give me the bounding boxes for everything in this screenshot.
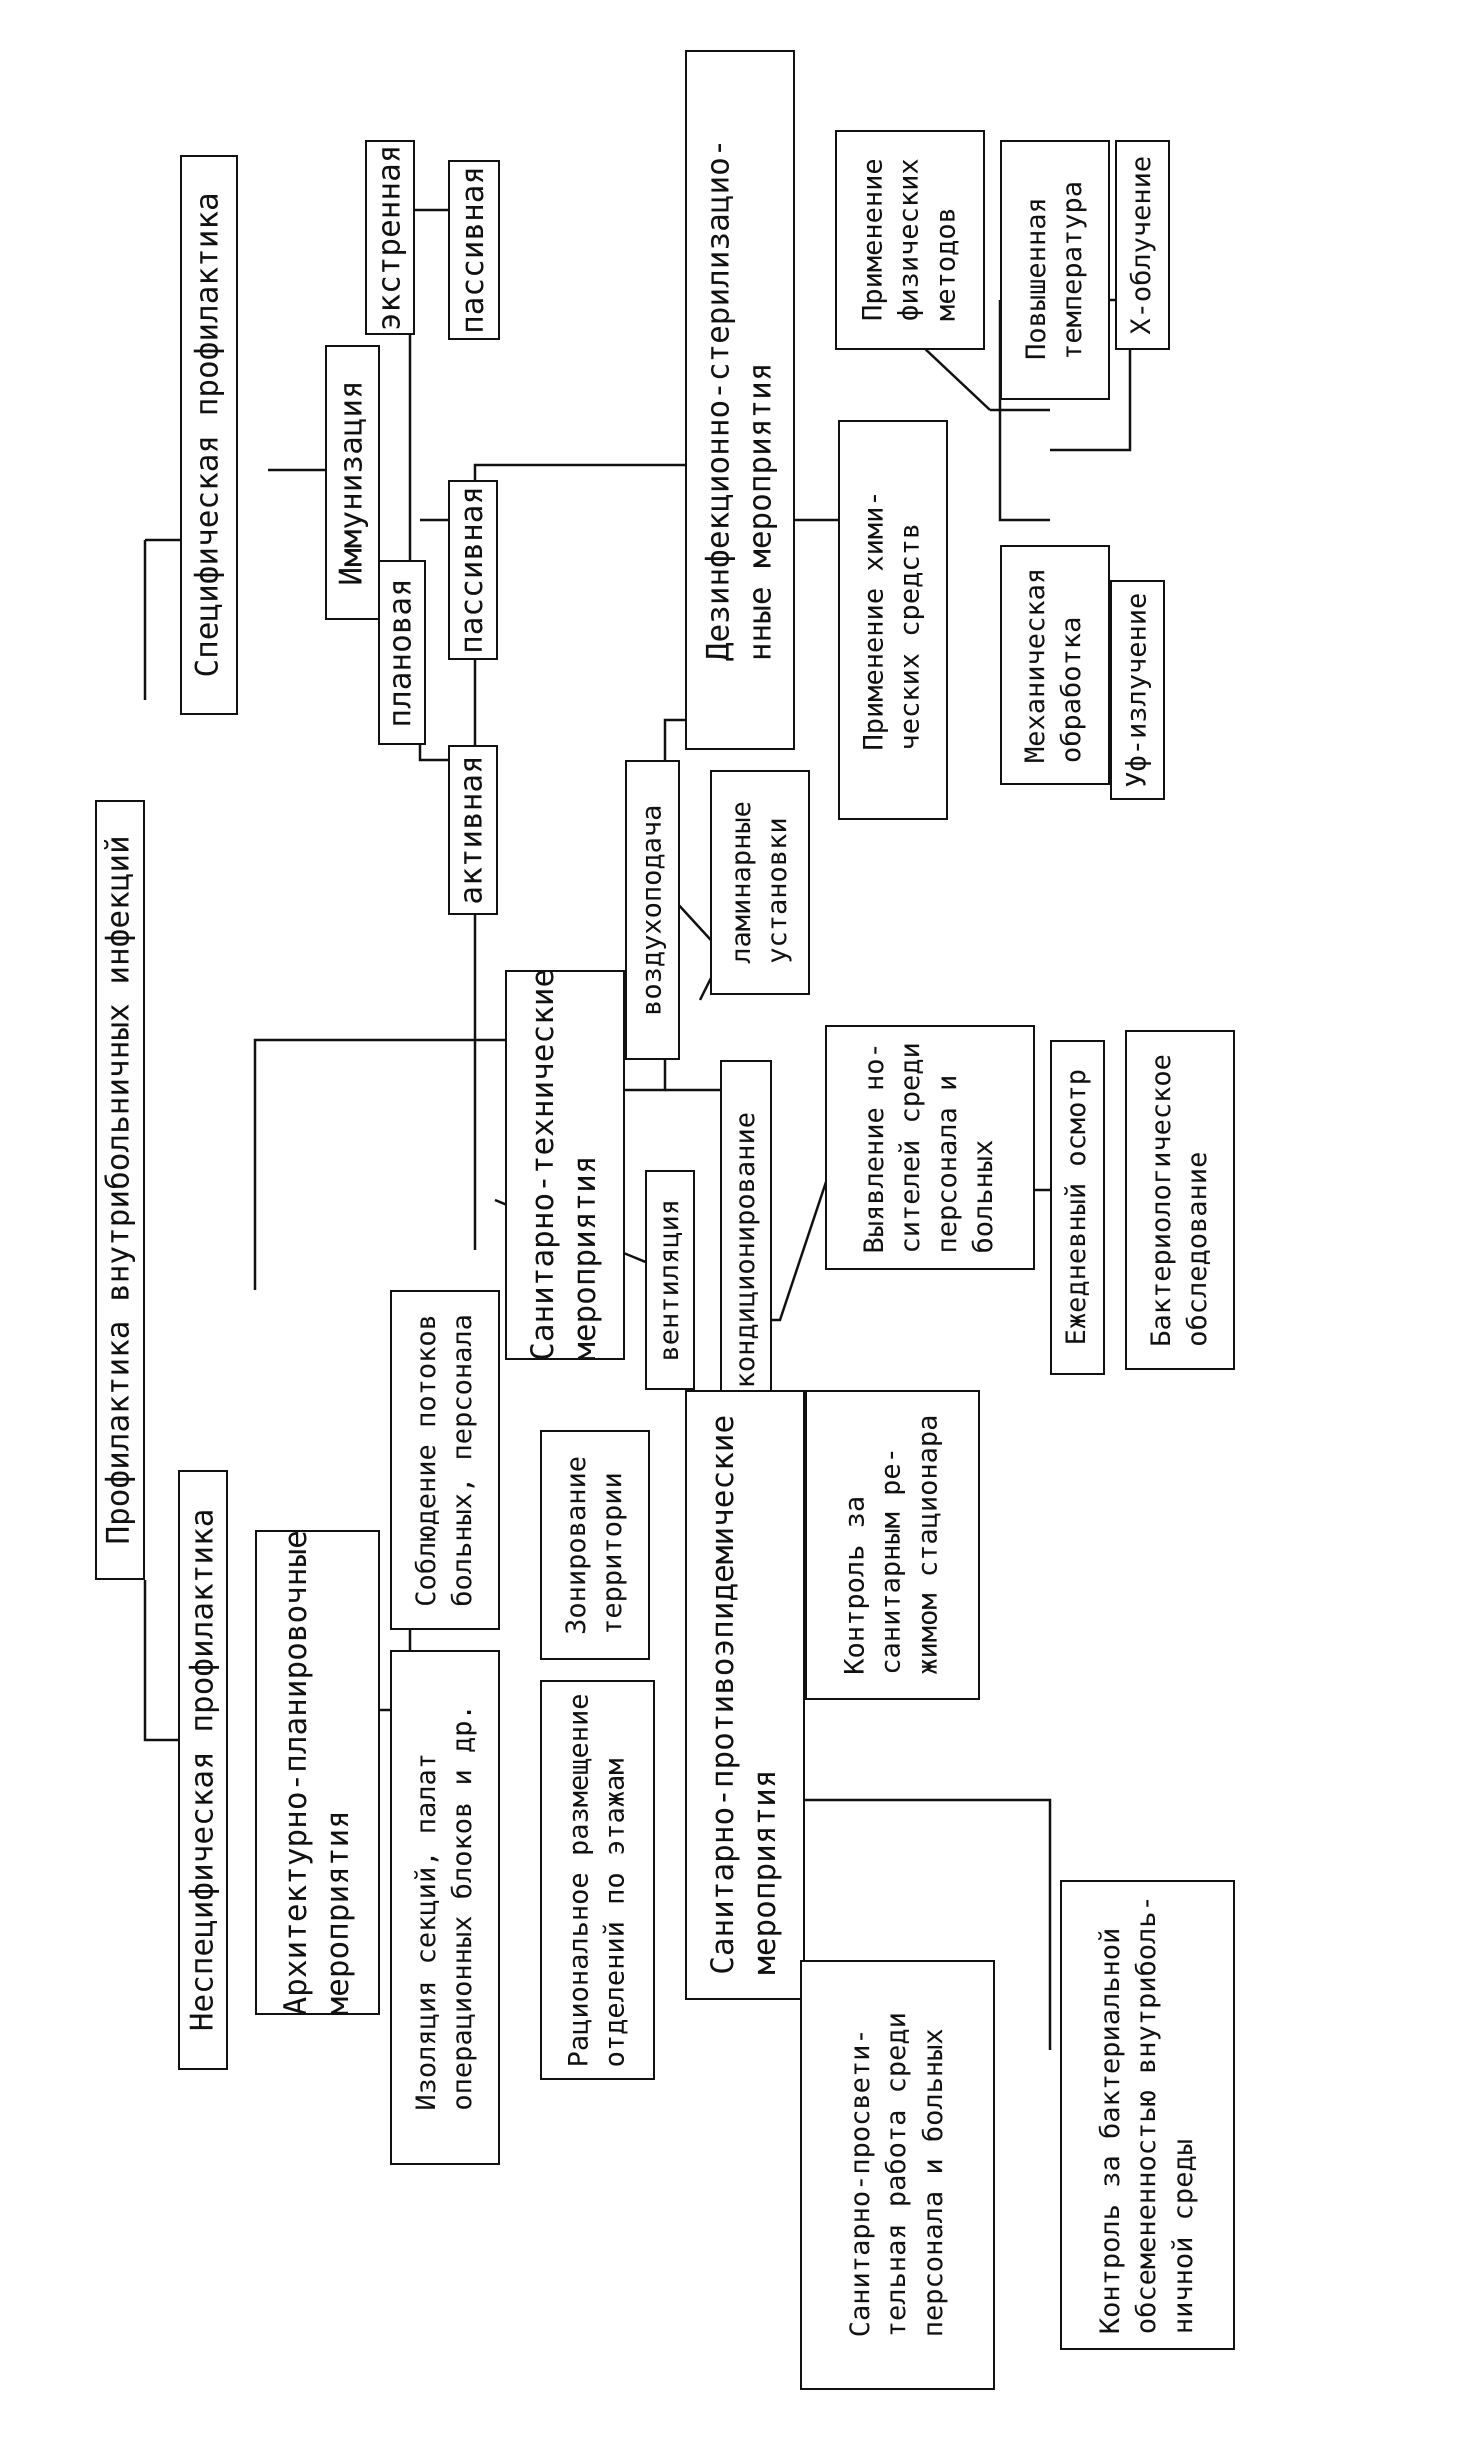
node-flows: Соблюдение потоков больных, персонала bbox=[390, 1290, 500, 1630]
node-emergency-passive: пассивная bbox=[448, 160, 500, 340]
node-nonspecific-label: Неспецифическая профилактика bbox=[184, 1508, 221, 2032]
node-mechanical-label: Механическая обработка bbox=[1020, 567, 1089, 763]
node-physical: Применение физических методов bbox=[835, 130, 985, 350]
node-bacteriological-label: Бактериологическое обследование bbox=[1145, 1053, 1214, 1347]
node-x-ray: Х-облучение bbox=[1115, 140, 1170, 350]
node-physical-label: Применение физических методов bbox=[857, 158, 962, 322]
node-conditioning: кондиционирование bbox=[720, 1060, 772, 1440]
node-planned-passive: пассивная bbox=[448, 480, 498, 660]
node-architectural-label: Архитектурно-планировочные мероприятия bbox=[277, 1529, 356, 2016]
node-carriers: Выявление но- сителей среди персонала и … bbox=[825, 1025, 1035, 1270]
node-anti-epidemic-label: Санитарно-противоэпидемические мероприят… bbox=[705, 1415, 784, 1975]
node-planned-passive-label: пассивная bbox=[454, 486, 491, 654]
node-mechanical: Механическая обработка bbox=[1000, 545, 1110, 785]
node-nonspecific: Неспецифическая профилактика bbox=[178, 1470, 228, 2070]
node-placement-label: Рациональное размещение отделений по эта… bbox=[563, 1693, 631, 2067]
node-isolation-label: Изоляция секций, палат операционных блок… bbox=[410, 1704, 479, 2111]
node-immunization: Иммунизация bbox=[325, 345, 380, 620]
node-architectural: Архитектурно-планировочные мероприятия bbox=[255, 1530, 380, 2015]
connector-technical-disinfection bbox=[473, 463, 690, 1250]
node-flows-label: Соблюдение потоков больных, персонала bbox=[410, 1313, 479, 1607]
node-active-label: активная bbox=[454, 755, 491, 905]
node-control-regime: Контроль за санитарным ре- жимом стацион… bbox=[805, 1390, 980, 1700]
node-root-label: Профилактика внутрибольничных инфекций bbox=[101, 835, 138, 1545]
node-root: Профилактика внутрибольничных инфекций bbox=[95, 800, 145, 1580]
node-isolation: Изоляция секций, палат операционных блок… bbox=[390, 1650, 500, 2165]
node-carriers-label: Выявление но- сителей среди персонала и … bbox=[859, 1041, 1000, 1254]
node-technical: Санитарно-технические мероприятия bbox=[505, 969, 625, 1361]
node-daily-exam: Ежедневный осмотр bbox=[1050, 1040, 1105, 1375]
connector-nonspecific-technical bbox=[253, 1038, 505, 1290]
connector-root-nonspecific bbox=[143, 1580, 178, 1742]
node-immunization-label: Иммунизация bbox=[333, 379, 370, 586]
node-disinfection-label: Дезинфекционно-стерилизацио- нные меропр… bbox=[700, 138, 778, 662]
node-x-ray-label: Х-облучение bbox=[1126, 155, 1158, 335]
node-laminar-label: ламинарные установки bbox=[725, 801, 793, 964]
node-anti-epidemic: Санитарно-противоэпидемические мероприят… bbox=[685, 1390, 805, 2000]
node-planned-label: плановая bbox=[383, 577, 420, 728]
node-chemical-label: Применение хими- ческих средств bbox=[858, 489, 926, 751]
node-education: Санитарно-просвети- тельная работа среди… bbox=[800, 1960, 995, 2390]
node-zoning-label: Зонирование территории bbox=[560, 1455, 628, 1635]
node-active: активная bbox=[448, 745, 498, 915]
node-placement: Рациональное размещение отделений по эта… bbox=[540, 1680, 655, 2080]
node-air-supply-label: воздухоподача bbox=[636, 804, 668, 1016]
node-chemical: Применение хими- ческих средств bbox=[838, 420, 948, 820]
node-zoning: Зонирование территории bbox=[540, 1430, 650, 1660]
node-technical-label: Санитарно-технические мероприятия bbox=[525, 969, 603, 1361]
node-emergency: экстренная bbox=[365, 140, 415, 335]
node-ventilation: вентиляция bbox=[645, 1170, 695, 1390]
node-specific-label: Специфическая профилактика bbox=[190, 192, 227, 678]
node-uv-label: Уф-излучение bbox=[1121, 592, 1153, 788]
node-laminar: ламинарные установки bbox=[710, 770, 810, 995]
node-high-temp-label: Повышенная температура bbox=[1020, 180, 1088, 360]
node-air-supply: воздухоподача bbox=[625, 760, 680, 1060]
node-planned: плановая bbox=[378, 560, 426, 745]
node-bacterial-control-label: Контроль за бактериальной обсемененность… bbox=[1094, 1895, 1199, 2335]
node-daily-exam-label: Ежедневный осмотр bbox=[1061, 1069, 1093, 1346]
node-disinfection: Дезинфекционно-стерилизацио- нные меропр… bbox=[685, 50, 795, 750]
node-emergency-label: экстренная bbox=[371, 144, 408, 331]
connector-anti-bacterial bbox=[780, 1798, 1052, 2050]
node-emergency-passive-label: пассивная bbox=[455, 166, 492, 334]
node-bacteriological: Бактериологическое обследование bbox=[1125, 1030, 1235, 1370]
node-specific: Специфическая профилактика bbox=[180, 155, 238, 715]
connector-physical-split bbox=[990, 408, 1050, 522]
node-uv: Уф-излучение bbox=[1110, 580, 1165, 800]
node-conditioning-label: кондиционирование bbox=[729, 1111, 761, 1389]
node-education-label: Санитарно-просвети- тельная работа среди… bbox=[844, 2012, 949, 2338]
node-high-temp: Повышенная температура bbox=[1000, 140, 1110, 400]
node-bacterial-control: Контроль за бактериальной обсемененность… bbox=[1060, 1880, 1235, 2350]
node-control-regime-label: Контроль за санитарным ре- жимом стацион… bbox=[839, 1414, 944, 1676]
node-ventilation-label: вентиляция bbox=[653, 1198, 685, 1362]
